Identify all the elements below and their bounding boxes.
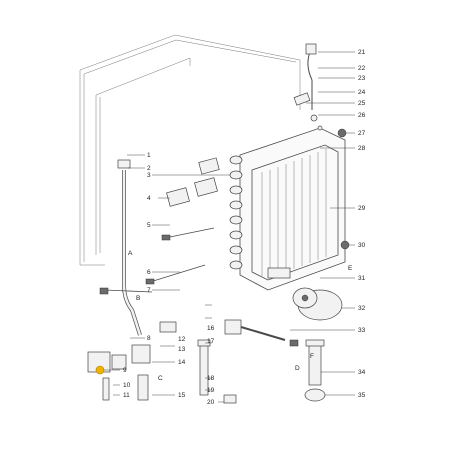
casing-frame bbox=[79, 34, 301, 266]
top-parts-21-26 bbox=[293, 43, 323, 131]
sensor-cables-5-6-7 bbox=[99, 227, 215, 295]
callout-29: 29 bbox=[358, 205, 366, 212]
callout-1: 1 bbox=[147, 152, 151, 159]
callout-numbers: 1 2 3 4 5 6 7 8 9 10 11 12 13 14 15 16 1… bbox=[123, 49, 366, 406]
leader-lines bbox=[104, 51, 355, 403]
pipe-15 bbox=[137, 374, 149, 401]
bracket-plates-3-4 bbox=[166, 157, 220, 207]
callout-3: 3 bbox=[147, 172, 151, 179]
three-way-valve-14 bbox=[87, 321, 177, 373]
pipe-19 bbox=[197, 339, 237, 404]
callout-28: 28 bbox=[358, 145, 366, 152]
heat-exchanger-fins bbox=[261, 149, 327, 278]
fittings-27-30 bbox=[337, 128, 350, 250]
letter-f: F bbox=[310, 353, 314, 360]
callout-7: 7 bbox=[147, 287, 151, 294]
callout-8: 8 bbox=[147, 335, 151, 342]
callout-31: 31 bbox=[358, 275, 366, 282]
highlight-marker bbox=[95, 365, 105, 375]
pipe-34 bbox=[305, 339, 325, 386]
letter-c: C bbox=[158, 375, 163, 382]
heat-exchanger bbox=[229, 127, 346, 291]
callout-13: 13 bbox=[178, 346, 186, 353]
callout-19: 19 bbox=[207, 387, 215, 394]
callout-35: 35 bbox=[358, 392, 366, 399]
callout-23: 23 bbox=[358, 75, 366, 82]
callout-27: 27 bbox=[358, 130, 366, 137]
callout-5: 5 bbox=[147, 222, 151, 229]
nut-35 bbox=[304, 388, 326, 402]
callout-34: 34 bbox=[358, 369, 366, 376]
connection-letters: A B C D E F bbox=[128, 250, 353, 382]
callout-16: 16 bbox=[207, 325, 215, 332]
exchanger-header-tubes bbox=[229, 155, 243, 270]
letter-e: E bbox=[348, 265, 353, 272]
callout-11: 11 bbox=[123, 392, 130, 399]
letter-d: D bbox=[295, 365, 300, 372]
callout-32: 32 bbox=[358, 305, 366, 312]
callout-17: 17 bbox=[207, 338, 215, 345]
callout-18: 18 bbox=[207, 375, 215, 382]
callout-4: 4 bbox=[147, 195, 151, 202]
callout-14: 14 bbox=[178, 359, 186, 366]
callout-12: 12 bbox=[178, 336, 186, 343]
letter-b: B bbox=[136, 295, 140, 302]
pipe-10-11 bbox=[102, 377, 110, 401]
flow-pipe-2 bbox=[117, 159, 142, 336]
callout-15: 15 bbox=[178, 392, 186, 399]
callout-30: 30 bbox=[358, 242, 366, 249]
callout-33: 33 bbox=[358, 327, 366, 334]
callout-22: 22 bbox=[358, 65, 366, 72]
callout-10: 10 bbox=[123, 382, 131, 389]
callout-20: 20 bbox=[207, 399, 215, 406]
callout-21: 21 bbox=[358, 49, 366, 56]
bypass-33 bbox=[224, 319, 299, 347]
callout-24: 24 bbox=[358, 89, 366, 96]
callout-9: 9 bbox=[123, 367, 127, 374]
callout-26: 26 bbox=[358, 112, 366, 119]
pump-32 bbox=[292, 287, 343, 321]
letter-a: A bbox=[128, 250, 133, 257]
callout-6: 6 bbox=[147, 269, 151, 276]
callout-25: 25 bbox=[358, 100, 366, 107]
callout-2: 2 bbox=[147, 165, 151, 172]
